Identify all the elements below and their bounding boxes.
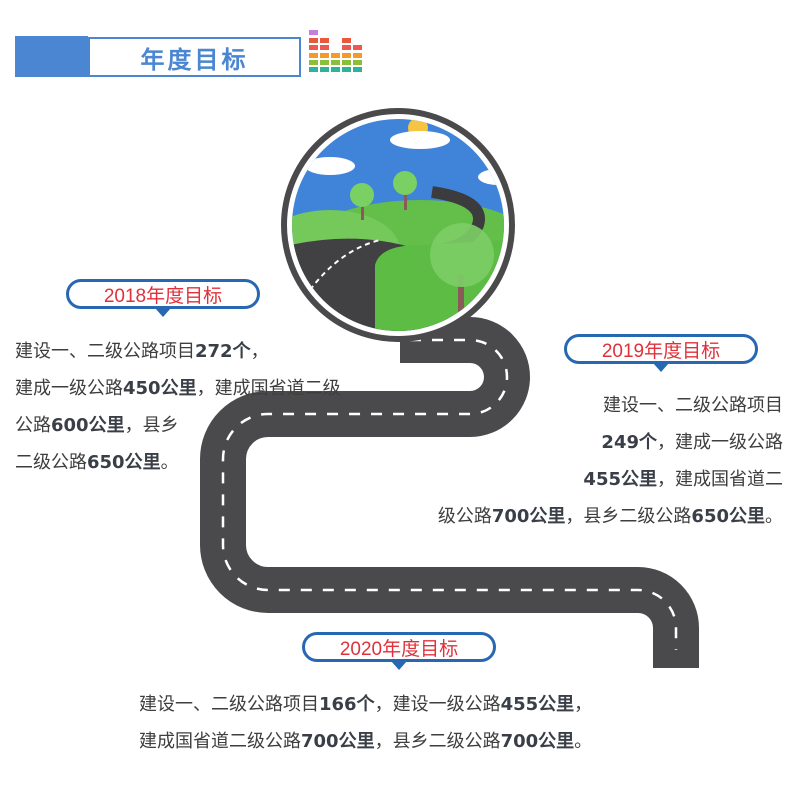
page-title: 年度目标 — [140, 45, 249, 74]
goal-2019-text: 建设一、二级公路项目 249个，建成一级公路 455公里，建成国省道二 级公路7… — [437, 395, 783, 527]
goal-2019-label: 2019年度目标 — [564, 334, 758, 372]
pill-pointer — [391, 661, 407, 670]
header-accent-bar — [15, 36, 88, 77]
goal-2020-text: 建设一、二级公路项目166个，建设一级公路455公里， 建成国省道二级公路700… — [139, 694, 593, 752]
goal-2018-label: 2018年度目标 — [66, 279, 260, 317]
goal-2020-label: 2020年度目标 — [302, 632, 496, 670]
landscape-circle — [281, 108, 515, 342]
pill-pointer — [653, 363, 669, 372]
pill-pointer — [155, 308, 171, 317]
goal-2018-text: 建设一、二级公路项目272个， 建成一级公路450公里，建成国省道二级 公路60… — [15, 341, 341, 473]
equalizer-bars-icon — [309, 30, 369, 75]
header-title-box: 年度目标 — [88, 37, 301, 77]
